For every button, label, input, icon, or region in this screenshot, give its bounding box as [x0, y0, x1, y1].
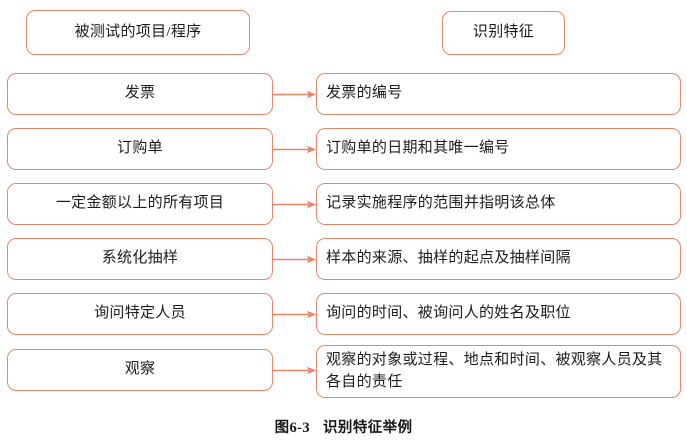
item-box-1: 发票: [7, 73, 273, 115]
item-box-4: 系统化抽样: [7, 238, 273, 280]
arrow-right-icon-5: [273, 309, 316, 320]
arrow-right-icon-6: [273, 365, 316, 376]
feature-box-6: 观察的对象或过程、地点和时间、被观察人员及其各自的责任: [316, 345, 681, 398]
arrow-right-icon-3: [273, 199, 316, 210]
column-header-tested-items: 被测试的项目/程序: [26, 10, 250, 55]
caption-number: 图6-3: [274, 420, 311, 436]
item-box-2: 订购单: [7, 128, 273, 170]
item-box-6: 观察: [7, 349, 273, 391]
feature-box-4: 样本的来源、抽样的起点及抽样间隔: [316, 238, 681, 280]
arrow-right-icon-2: [273, 144, 316, 155]
figure-caption: 图6-3 识别特征举例: [0, 416, 687, 437]
item-box-3: 一定金额以上的所有项目: [7, 183, 273, 225]
item-box-5: 询问特定人员: [7, 293, 273, 335]
arrow-right-icon-1: [273, 89, 316, 100]
arrow-right-icon-4: [273, 254, 316, 265]
feature-box-1: 发票的编号: [316, 73, 681, 115]
caption-title: 识别特征举例: [323, 420, 413, 436]
column-header-identifying-characteristics: 识别特征: [442, 11, 565, 55]
feature-box-3: 记录实施程序的范围并指明该总体: [316, 183, 681, 225]
feature-box-2: 订购单的日期和其唯一编号: [316, 128, 681, 170]
feature-box-5: 询问的时间、被询问人的姓名及职位: [316, 293, 681, 335]
